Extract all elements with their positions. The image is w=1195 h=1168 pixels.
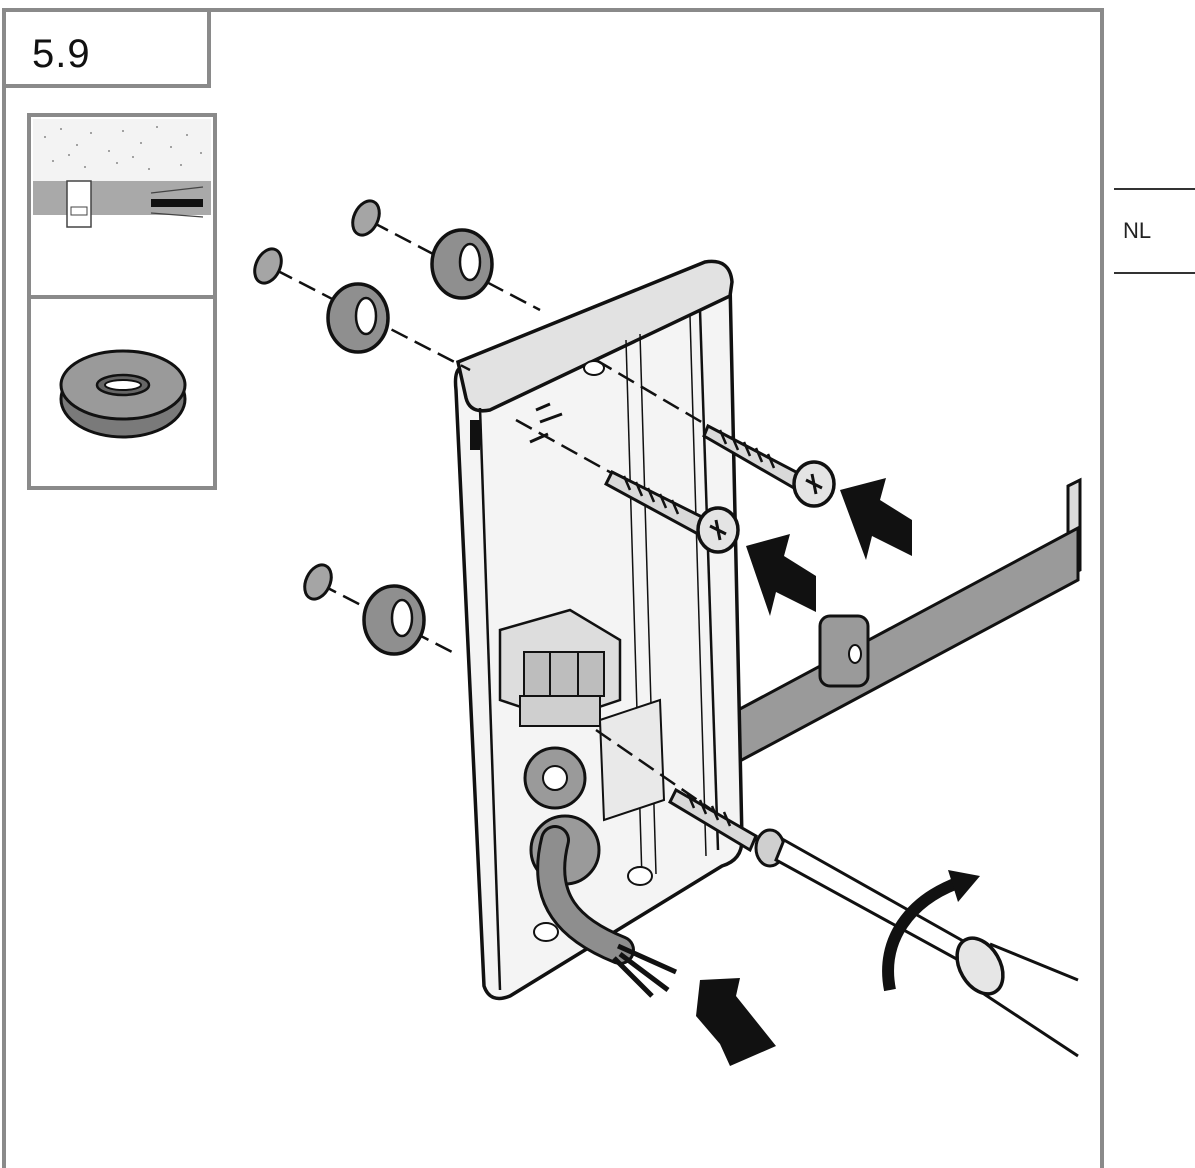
step-number: 5.9	[32, 32, 91, 76]
cable-icon	[536, 825, 678, 998]
detail-inset-drawing	[31, 119, 213, 439]
rubber-grommet-icon	[326, 228, 494, 656]
language-code: NL	[1123, 218, 1152, 243]
wall-section-detail-icon	[31, 119, 213, 299]
housing-backplate	[453, 259, 744, 1001]
detail-inset	[27, 113, 217, 490]
rotate-arrow-icon	[882, 870, 980, 992]
rubber-grommet-icon	[59, 349, 187, 439]
washer-icon	[253, 199, 381, 601]
page-frame	[2, 8, 1104, 1168]
language-tab: NL	[1114, 188, 1195, 274]
push-arrow-icon	[696, 478, 912, 1066]
screwdriver-icon	[774, 837, 1079, 1058]
step-number-box: 5.9	[2, 8, 211, 88]
screw-icon	[604, 423, 836, 868]
